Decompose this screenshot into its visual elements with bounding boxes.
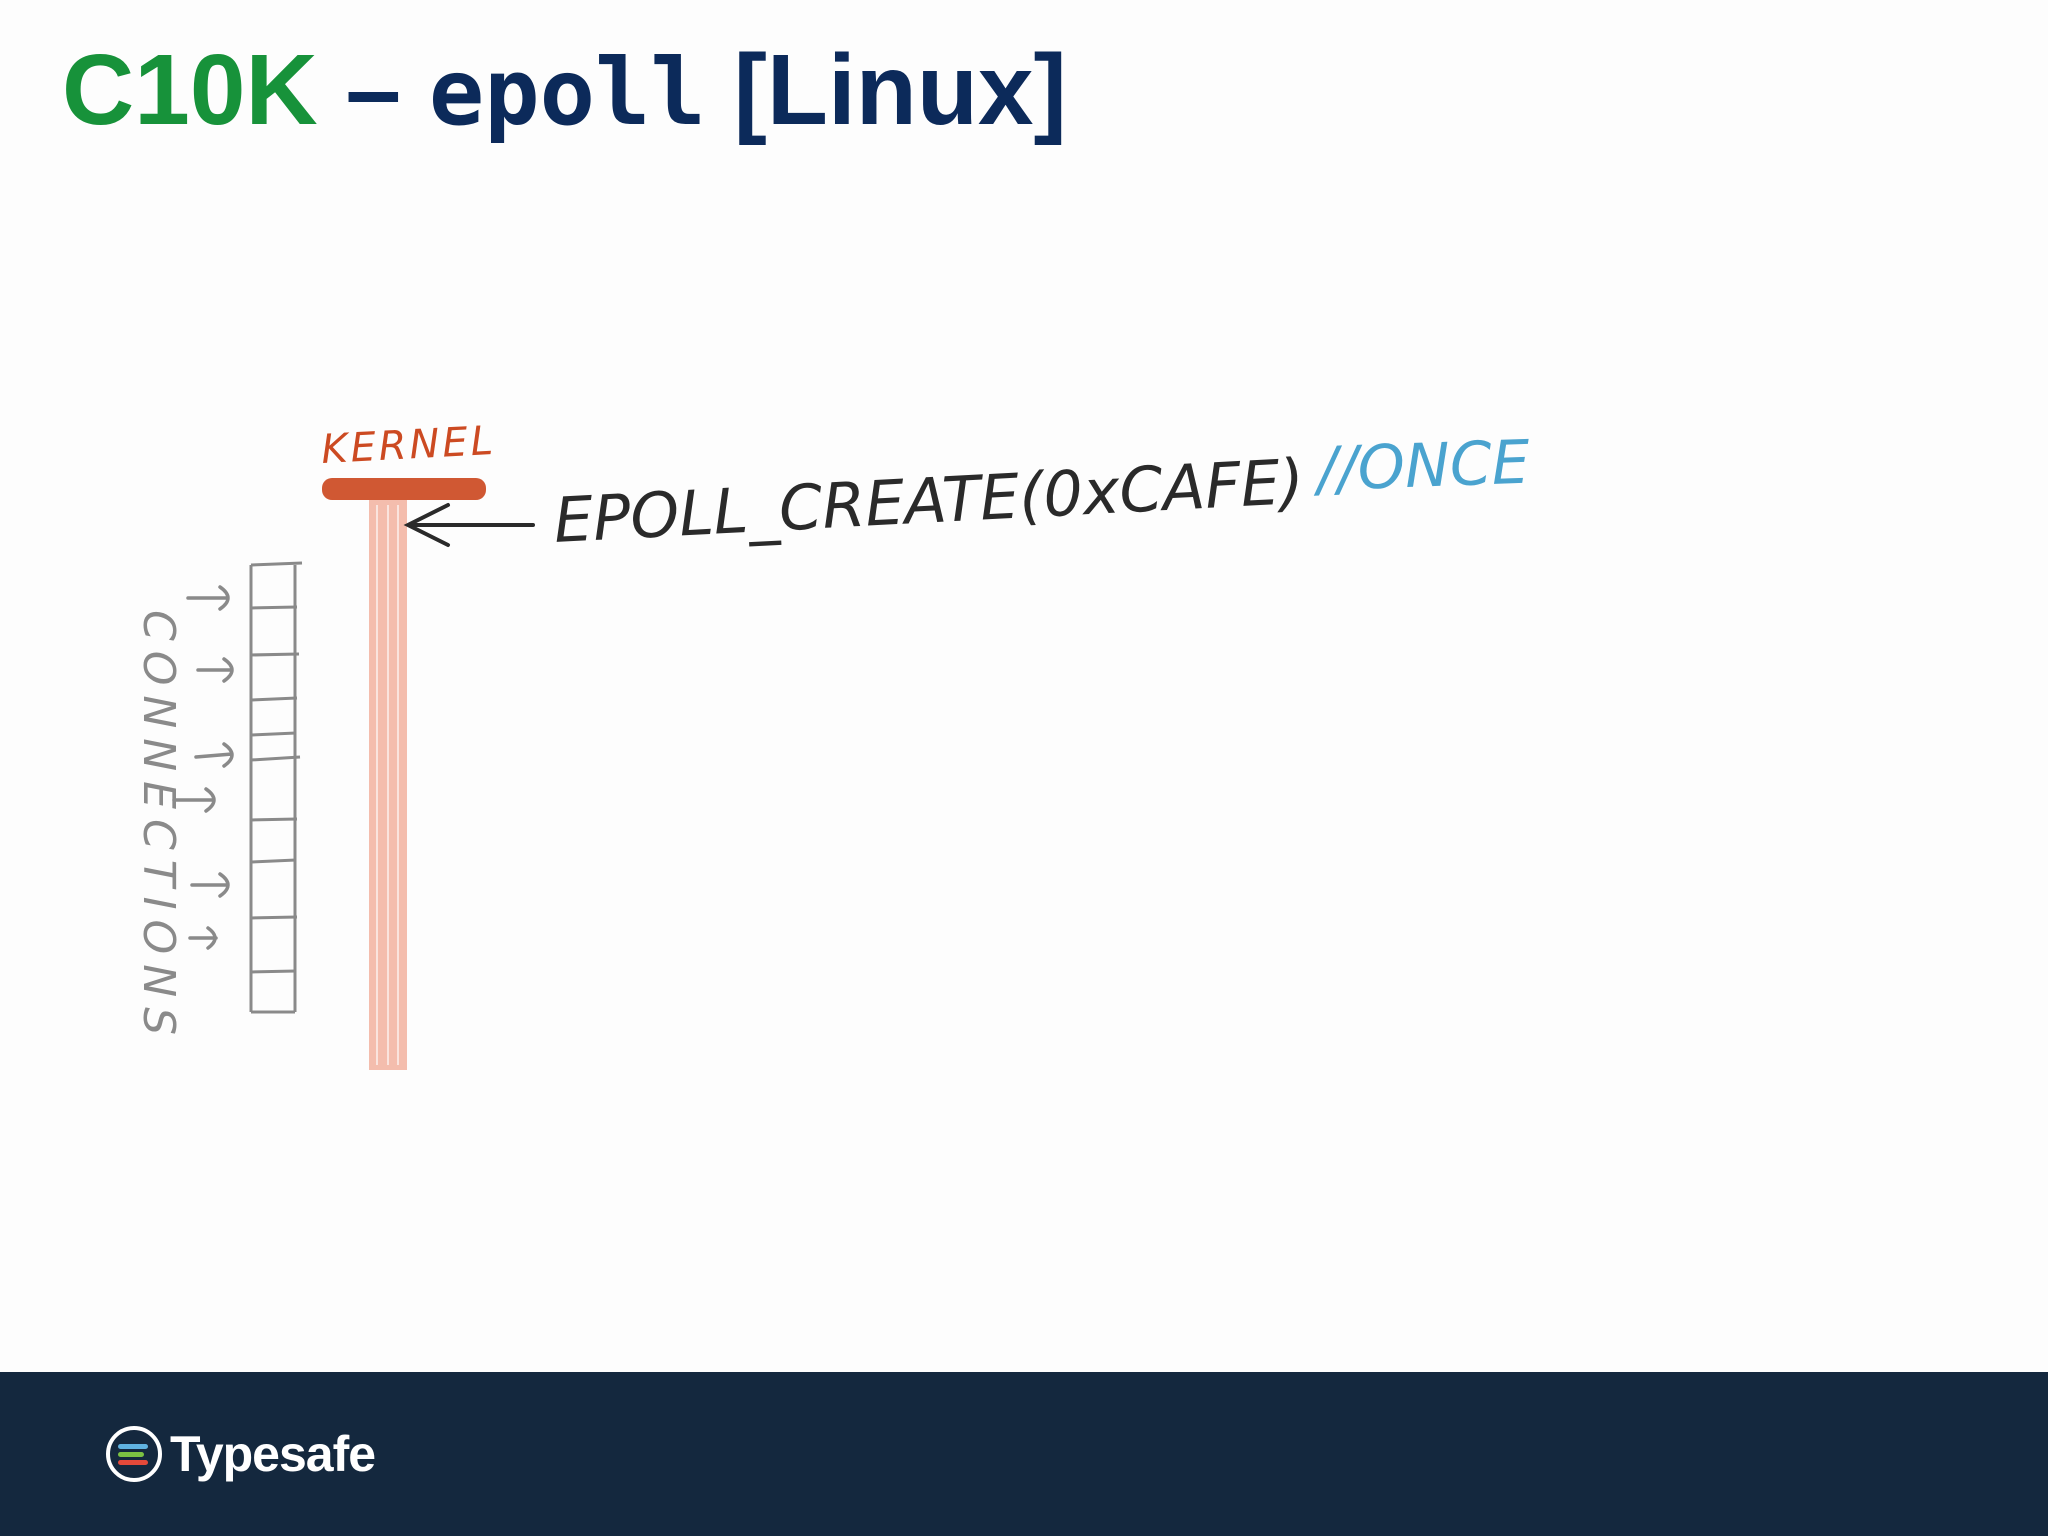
title-suffix: [Linux]	[705, 34, 1067, 146]
title-accent: C10K	[62, 34, 318, 146]
typesafe-wordmark: Typesafe	[170, 1426, 376, 1482]
typesafe-logo-icon	[106, 1426, 162, 1482]
kernel-label: KERNEL	[320, 418, 497, 473]
connection-arrows	[172, 585, 234, 950]
epoll-sketch-diagram: KERNEL EPOLL_CREATE(0xCAFE) //ONCE CONNE…	[133, 418, 1531, 1070]
epoll-create-label: EPOLL_CREATE(0xCAFE)	[552, 445, 1306, 557]
page-title: C10K – epoll [Linux]	[62, 30, 1067, 150]
kernel-bar	[322, 478, 486, 500]
typesafe-logo: Typesafe	[104, 1420, 376, 1488]
call-arrow	[403, 503, 535, 547]
connections-label: CONNECTIONS	[133, 610, 184, 1045]
title-separator: –	[317, 34, 429, 146]
once-comment-label: //ONCE	[1311, 428, 1531, 506]
kernel-column	[369, 500, 407, 1070]
connection-slots	[249, 561, 303, 1014]
footer-bar: Typesafe	[0, 1372, 2048, 1536]
title-code: epoll	[428, 39, 706, 146]
